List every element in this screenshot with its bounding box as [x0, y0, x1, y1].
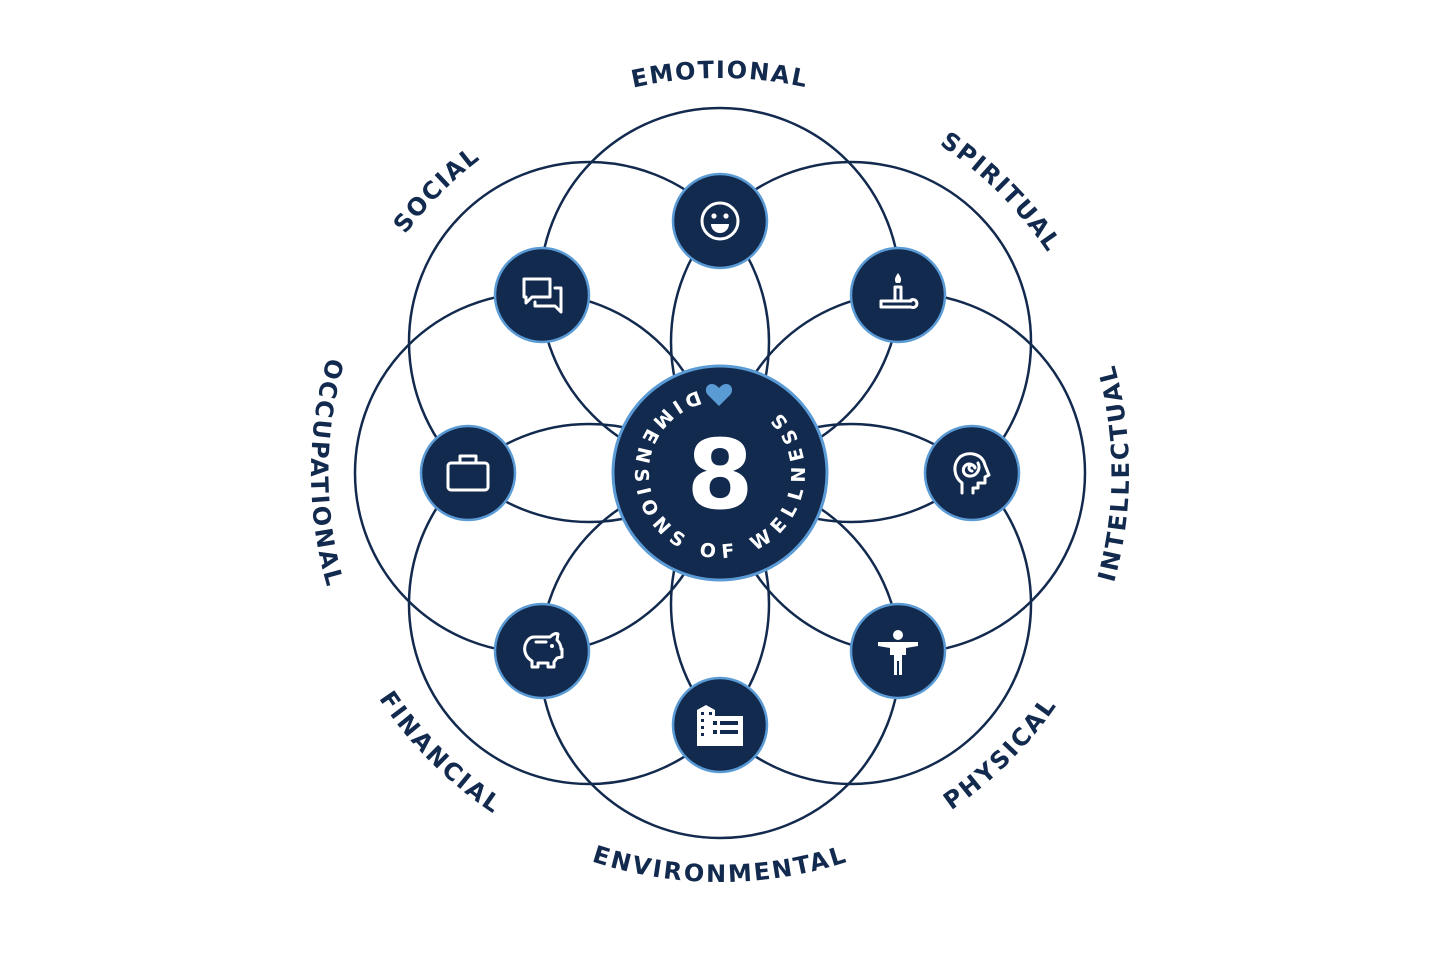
piggy-bank-icon [523, 632, 564, 669]
label-occupational: OCCUPATIONAL [305, 356, 349, 591]
node-occupational [419, 424, 517, 522]
label-emotional: EMOTIONAL [629, 56, 812, 94]
label-physical: PHYSICAL [938, 691, 1062, 815]
label-spiritual: SPIRITUAL [936, 126, 1067, 257]
label-intellectual: INTELLECTUAL [1093, 361, 1135, 584]
center-number: 8 [687, 419, 754, 531]
node-financial [493, 602, 591, 700]
person-icon [878, 630, 918, 675]
building-icon [697, 705, 743, 746]
chat-bubbles-icon [522, 277, 563, 314]
node-physical [849, 602, 947, 700]
ring-spiritual [669, 160, 1033, 524]
head-spiral-icon [953, 452, 991, 495]
node-intellectual [923, 424, 1021, 522]
node-spiritual [849, 246, 947, 344]
node-environmental [671, 676, 769, 774]
candle-icon [879, 273, 919, 309]
heart-icon [705, 384, 733, 406]
center-badge: 8 DIMENSIONS OF WELLNESS [611, 364, 829, 582]
ring-physical [669, 422, 1033, 786]
ring-social [407, 160, 771, 524]
node-social [493, 246, 591, 344]
smiley-face-icon [700, 201, 740, 241]
ring-financial [407, 422, 771, 786]
node-emotional [671, 172, 769, 270]
briefcase-icon [446, 454, 490, 492]
label-social: SOCIAL [388, 141, 486, 239]
label-environmental: ENVIRONMENTAL [589, 840, 850, 888]
